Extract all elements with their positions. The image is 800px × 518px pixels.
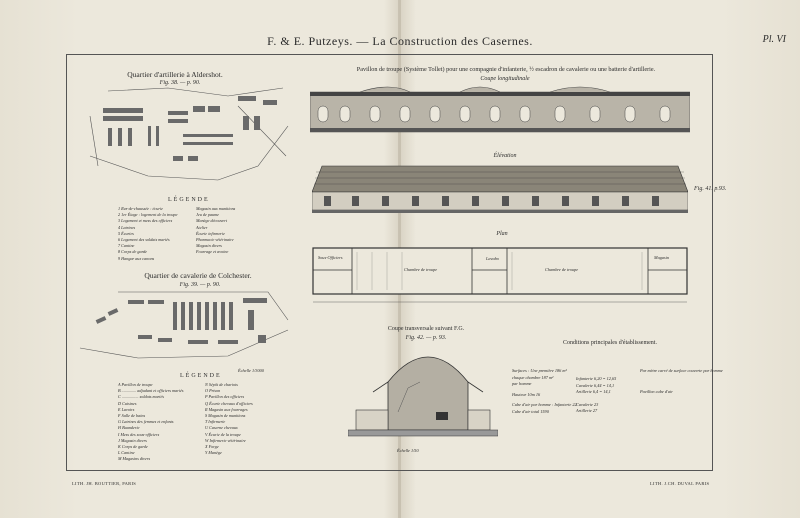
fig41-label: Fig. 41. p.93. — [694, 186, 727, 192]
conditions-col3: Par mètre carré de surface couverte par … — [640, 368, 723, 394]
aldershot-site-plan — [89, 87, 289, 181]
room-lavabo: Lavabo — [486, 256, 499, 261]
colchester-fig: Fig. 39. — p. 90. — [179, 282, 221, 288]
aldershot-fig: Fig. 38. — p. 90. — [159, 80, 201, 86]
room-magasin: Magasin — [654, 255, 670, 260]
floor-plan — [312, 247, 688, 303]
colchester-site-plan — [79, 291, 289, 359]
plan-label: Plan — [496, 231, 508, 237]
lithographer-left: LITH. JH. BOUTTIER, PARIS — [72, 481, 137, 486]
coupe-transversale-label: Coupe transversale suivant F.G. — [387, 326, 465, 332]
aldershot-legend-title: LÉGENDE — [168, 197, 210, 203]
plate-title: F. & E. Putzeys. — La Construction des C… — [267, 34, 533, 48]
transverse-scale: Échelle 1/50 — [397, 448, 419, 453]
aldershot-title: Quartier d'artillerie à Aldershot. — [127, 70, 223, 79]
transverse-section — [348, 356, 498, 437]
room-chambre-a: Chambre de troupe — [404, 267, 438, 272]
lithographer-right: LITH. J.CH. DUVAL PARIS — [650, 481, 710, 486]
conditions-title: Conditions principales d'établissement. — [563, 340, 657, 346]
colchester-legend-title: LÉGENDE — [180, 373, 222, 379]
fig42-label: Fig. 42. — p. 93. — [405, 335, 447, 341]
colchester-scale: Échelle 1/3000 — [238, 368, 264, 373]
elevation-label: Élévation — [493, 153, 517, 159]
plate-number: Pl. VI — [762, 34, 786, 45]
colchester-title: Quartier de cavalerie de Colchester. — [144, 271, 252, 280]
room-chambre-b: Chambre de troupe — [545, 267, 579, 272]
elevation-drawing — [312, 165, 688, 213]
drawing-frame — [66, 54, 713, 471]
longitudinal-section — [310, 86, 690, 133]
coupe-longitudinale-label: Coupe longitudinale — [480, 76, 530, 82]
pavilion-title: Pavillon de troupe (Système Tollet) pour… — [356, 66, 656, 73]
room-sous-off: Sous-Officiers — [318, 255, 343, 260]
